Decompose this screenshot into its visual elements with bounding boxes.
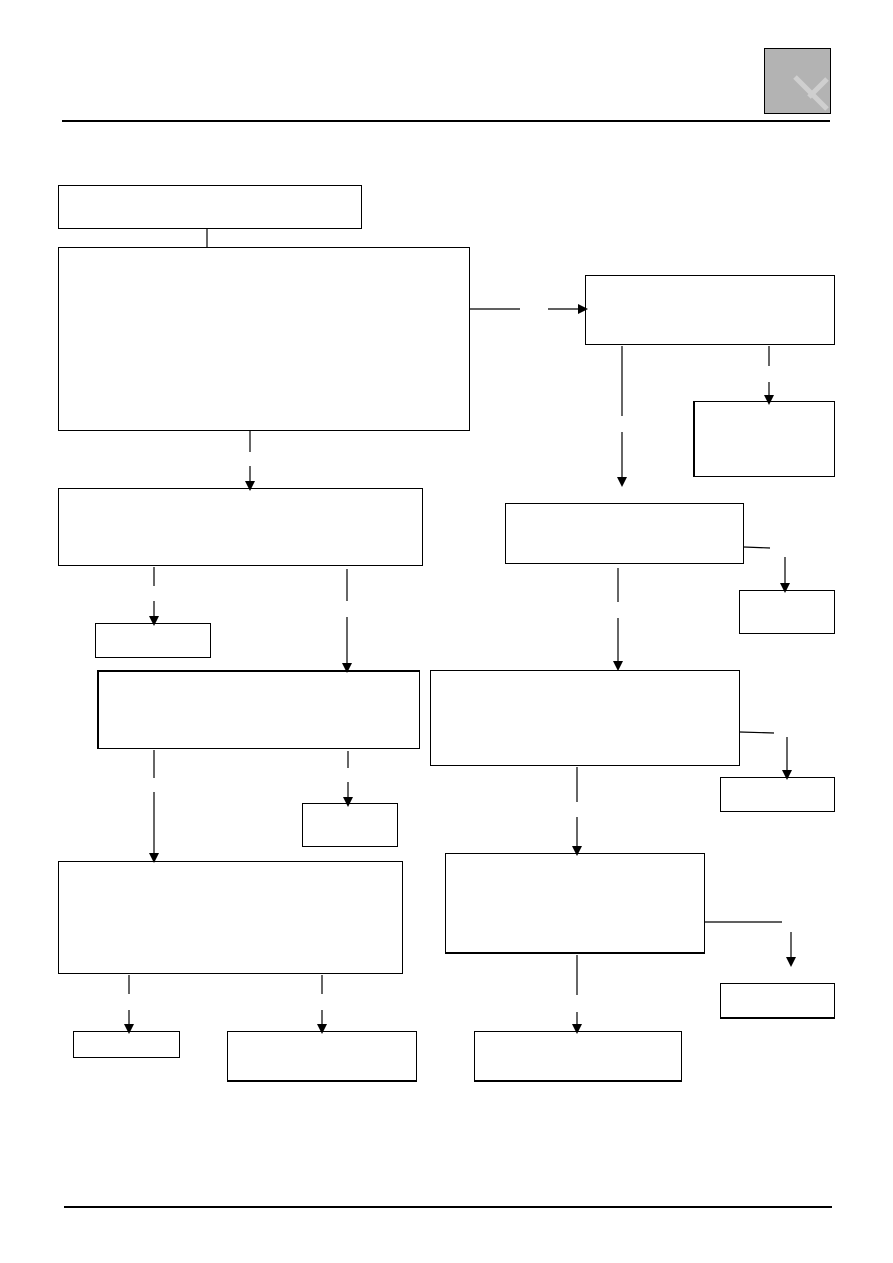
flow-box-main-check	[58, 247, 470, 431]
flow-box-right-top	[585, 275, 835, 345]
flow-box-right-check-2	[505, 503, 744, 564]
flow-box-right-result-3	[720, 777, 835, 812]
flow-box-left-check-2	[58, 488, 423, 566]
footer-rule	[64, 1206, 832, 1208]
flow-box-start	[58, 185, 362, 229]
flow-box-right-check-3	[430, 670, 740, 766]
connector-rightcheck3-result-h	[739, 731, 775, 734]
flow-box-left-check-4	[58, 861, 403, 974]
flow-box-right-result-4	[720, 983, 835, 1019]
flow-box-left-result-3	[302, 803, 398, 847]
flow-box-right-check-4	[445, 853, 705, 954]
header-rule	[62, 120, 830, 122]
flow-box-left-result-4a	[73, 1031, 180, 1058]
cross-mark-icon	[764, 48, 831, 114]
flow-box-right-result-2	[739, 590, 835, 634]
connector-rightcheck2-result-h	[743, 546, 771, 549]
flow-box-left-check-3	[97, 670, 420, 749]
flow-box-left-result-2	[95, 623, 211, 658]
